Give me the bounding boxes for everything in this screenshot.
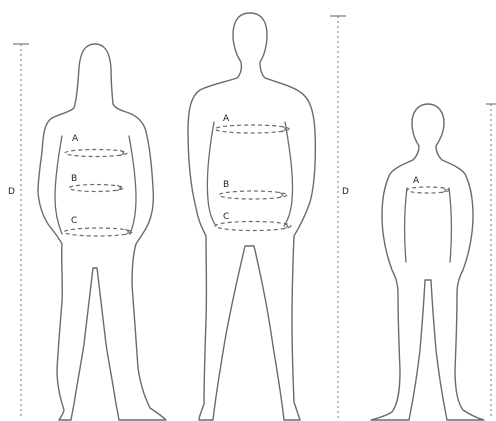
man-waist-label: B [223,180,229,190]
woman-silhouette [38,44,166,420]
woman-chest-label: A [72,134,79,144]
man-hips-label: C [223,212,229,222]
child-chest-label: A [413,176,420,186]
woman-waist-label: B [71,174,77,184]
woman-hips-label: C [71,216,77,226]
man-figure: D A B C [188,13,349,420]
child-figure: A [371,104,496,420]
woman-height-label: D [8,187,15,197]
man-silhouette [188,13,315,420]
woman-figure: D A B C [8,44,166,420]
man-height-label: D [342,187,349,197]
child-silhouette [371,104,484,420]
man-chest-label: A [223,114,230,124]
